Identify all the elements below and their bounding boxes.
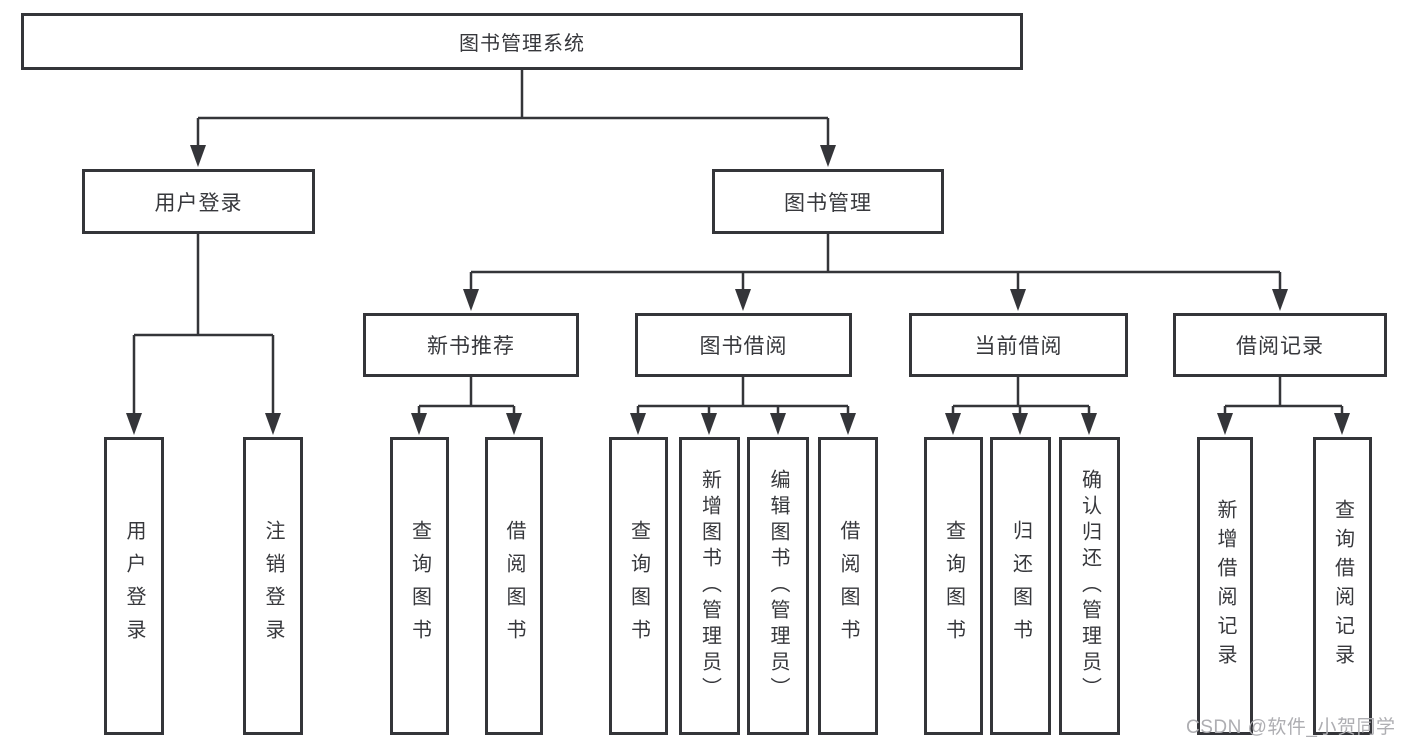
leaf-recommend-query-books: 查询图书 — [390, 437, 449, 735]
node-new-book-recommend-label: 新书推荐 — [427, 335, 515, 358]
leaf-confirm-return-admin: 确认归还（管理员） — [1059, 437, 1120, 735]
leaf-user-login-label: 用户登录 — [123, 520, 145, 652]
node-book-borrow: 图书借阅 — [635, 313, 852, 377]
leaf-current-query-books: 查询图书 — [924, 437, 983, 735]
leaf-edit-books-admin-label: 编辑图书（管理员） — [767, 469, 789, 703]
leaf-add-borrow-record-label: 新增借阅记录 — [1214, 499, 1236, 673]
node-book-borrow-label: 图书借阅 — [699, 335, 788, 358]
node-user-login: 用户登录 — [82, 169, 315, 234]
leaf-return-books-label: 归还图书 — [1009, 520, 1032, 652]
leaf-confirm-return-admin-label: 确认归还（管理员） — [1078, 469, 1101, 703]
leaf-return-books: 归还图书 — [990, 437, 1051, 735]
leaf-borrow-books: 借阅图书 — [818, 437, 878, 735]
leaf-query-borrow-record-label: 查询借阅记录 — [1331, 499, 1354, 673]
leaf-add-borrow-record: 新增借阅记录 — [1197, 437, 1253, 735]
leaf-borrow-query-books-label: 查询图书 — [627, 520, 650, 652]
leaf-borrow-query-books: 查询图书 — [609, 437, 668, 735]
node-borrow-record-label: 借阅记录 — [1236, 335, 1324, 358]
leaf-query-borrow-record: 查询借阅记录 — [1313, 437, 1372, 735]
leaf-borrow-books-label: 借阅图书 — [837, 520, 859, 652]
arrow-heads — [126, 145, 1350, 435]
leaf-current-query-books-label: 查询图书 — [942, 520, 965, 652]
node-book-management: 图书管理 — [712, 169, 944, 234]
node-new-book-recommend: 新书推荐 — [363, 313, 579, 377]
leaf-edit-books-admin: 编辑图书（管理员） — [747, 437, 809, 735]
leaf-logout-label: 注销登录 — [262, 520, 284, 652]
leaf-add-books-admin: 新增图书（管理员） — [679, 437, 740, 735]
leaf-recommend-borrow-books-label: 借阅图书 — [503, 520, 525, 652]
node-current-borrow: 当前借阅 — [909, 313, 1128, 377]
node-current-borrow-label: 当前借阅 — [974, 335, 1063, 358]
leaf-recommend-query-books-label: 查询图书 — [408, 520, 431, 652]
watermark: CSDN @软件_小贺同学 — [1186, 717, 1396, 738]
leaf-logout: 注销登录 — [243, 437, 303, 735]
node-root-system: 图书管理系统 — [21, 13, 1023, 70]
leaf-add-books-admin-label: 新增图书（管理员） — [698, 469, 721, 703]
node-user-login-label: 用户登录 — [154, 191, 243, 215]
leaf-recommend-borrow-books: 借阅图书 — [485, 437, 543, 735]
node-root-label: 图书管理系统 — [459, 33, 585, 55]
node-book-management-label: 图书管理 — [784, 191, 872, 215]
leaf-user-login: 用户登录 — [104, 437, 164, 735]
node-borrow-record: 借阅记录 — [1173, 313, 1387, 377]
